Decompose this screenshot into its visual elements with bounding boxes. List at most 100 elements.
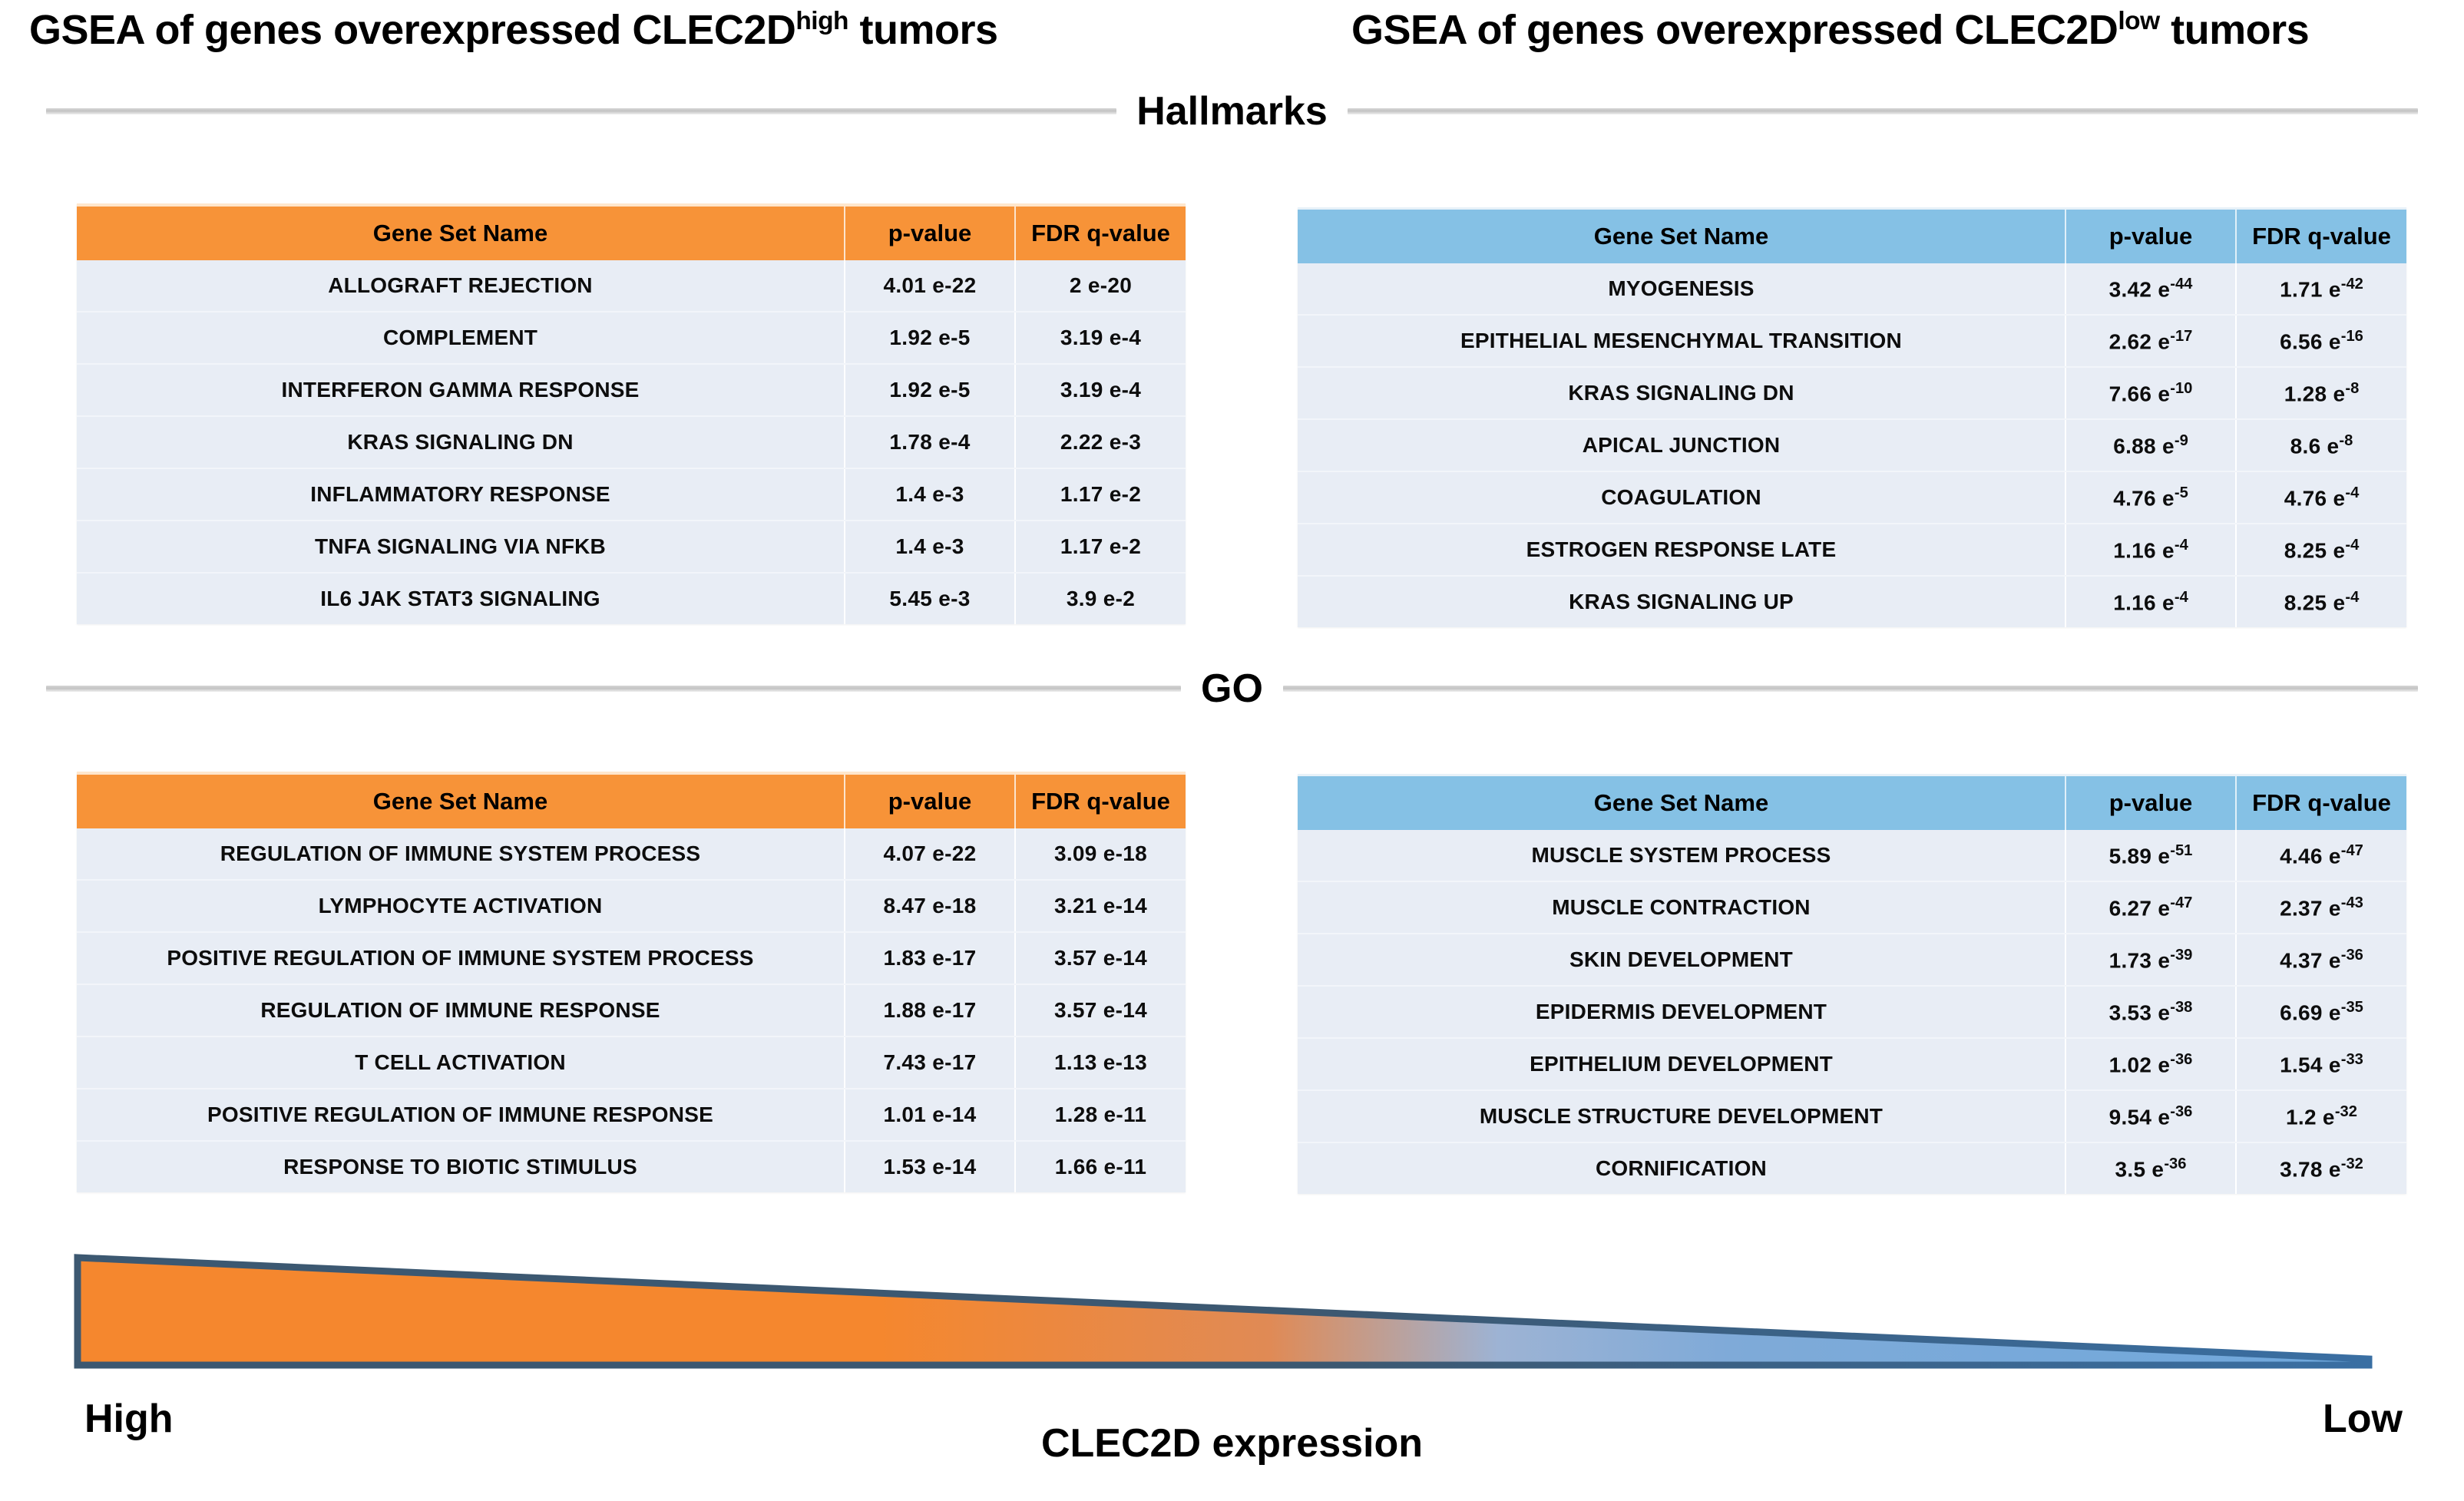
- exponent: -4: [2345, 484, 2360, 501]
- cell-p-value: 3.42 e-44: [2065, 263, 2237, 316]
- exponent: -17: [2170, 327, 2193, 345]
- exponent: -43: [2340, 894, 2363, 911]
- cell-gene-set-name: KRAS SIGNALING UP: [1298, 576, 2066, 627]
- cell-gene-set-name: ALLOGRAFT REJECTION: [77, 260, 845, 312]
- cell-fdr-q-value: 3.9 e-2: [1015, 573, 1186, 624]
- cell-fdr-q-value: 3.78 e-32: [2236, 1142, 2406, 1194]
- cell-fdr-q-value: 3.09 e-18: [1015, 828, 1186, 881]
- exponent: -8: [2345, 379, 2360, 397]
- title-high-prefix: GSEA of genes overexpressed CLEC2D: [29, 7, 796, 53]
- exponent: -16: [2340, 327, 2363, 345]
- exponent: -47: [2170, 894, 2193, 911]
- cell-p-value: 1.88 e-17: [845, 984, 1016, 1037]
- section-label-go: GO: [1201, 666, 1263, 711]
- exponent: -38: [2170, 998, 2193, 1016]
- exponent: -42: [2340, 275, 2363, 293]
- cell-p-value: 4.01 e-22: [845, 260, 1016, 312]
- cell-fdr-q-value: 3.21 e-14: [1015, 880, 1186, 933]
- title-high-suffix: tumors: [848, 7, 999, 53]
- column-header-name: Gene Set Name: [1298, 208, 2066, 263]
- title-low-superscript: low: [2118, 7, 2160, 35]
- title-low-suffix: tumors: [2159, 7, 2310, 53]
- column-header-qvalue: FDR q-value: [2236, 208, 2406, 263]
- cell-p-value: 1.4 e-3: [845, 521, 1016, 574]
- cell-p-value: 1.92 e-5: [845, 312, 1016, 365]
- column-header-pvalue: p-value: [845, 205, 1016, 260]
- cell-fdr-q-value: 2.37 e-43: [2236, 881, 2406, 934]
- cell-p-value: 1.01 e-14: [845, 1089, 1016, 1142]
- cell-p-value: 3.53 e-38: [2065, 986, 2237, 1039]
- column-header-name: Gene Set Name: [1298, 775, 2066, 830]
- cell-gene-set-name: INTERFERON GAMMA RESPONSE: [77, 364, 845, 417]
- cell-fdr-q-value: 6.56 e-16: [2236, 315, 2406, 368]
- cell-fdr-q-value: 1.28 e-11: [1015, 1089, 1186, 1142]
- cell-gene-set-name: T CELL ACTIVATION: [77, 1036, 845, 1089]
- divider-rule-left: [46, 108, 1117, 114]
- cell-p-value: 2.62 e-17: [2065, 315, 2237, 368]
- cell-gene-set-name: TNFA SIGNALING VIA NFKB: [77, 521, 845, 574]
- column-header-pvalue: p-value: [845, 773, 1016, 828]
- cell-fdr-q-value: 1.66 e-11: [1015, 1141, 1186, 1192]
- wedge-shape: [74, 1254, 2373, 1369]
- cell-fdr-q-value: 4.37 e-36: [2236, 934, 2406, 987]
- cell-gene-set-name: EPITHELIUM DEVELOPMENT: [1298, 1038, 2066, 1091]
- expression-gradient-wedge: [73, 1251, 2373, 1374]
- exponent: -33: [2340, 1050, 2363, 1068]
- cell-p-value: 1.83 e-17: [845, 932, 1016, 985]
- cell-gene-set-name: APICAL JUNCTION: [1298, 419, 2066, 472]
- cell-fdr-q-value: 1.13 e-13: [1015, 1036, 1186, 1089]
- cell-gene-set-name: COMPLEMENT: [77, 312, 845, 365]
- table-row: POSITIVE REGULATION OF IMMUNE SYSTEM PRO…: [77, 932, 1186, 985]
- exponent: -4: [2174, 536, 2188, 554]
- exponent: -32: [2340, 1155, 2363, 1172]
- cell-p-value: 8.47 e-18: [845, 880, 1016, 933]
- cell-gene-set-name: KRAS SIGNALING DN: [77, 416, 845, 469]
- section-label-hallmarks: Hallmarks: [1136, 89, 1328, 134]
- column-header-pvalue: p-value: [2065, 775, 2237, 830]
- cell-fdr-q-value: 8.25 e-4: [2236, 576, 2406, 627]
- cell-gene-set-name: SKIN DEVELOPMENT: [1298, 934, 2066, 987]
- cell-gene-set-name: REGULATION OF IMMUNE RESPONSE: [77, 984, 845, 1037]
- exponent: -51: [2170, 841, 2193, 859]
- cell-p-value: 9.54 e-36: [2065, 1090, 2237, 1143]
- cell-fdr-q-value: 4.46 e-47: [2236, 830, 2406, 882]
- cell-fdr-q-value: 1.28 e-8: [2236, 367, 2406, 420]
- cell-fdr-q-value: 8.6 e-8: [2236, 419, 2406, 472]
- exponent: -5: [2174, 484, 2188, 501]
- cell-fdr-q-value: 1.17 e-2: [1015, 521, 1186, 574]
- cell-fdr-q-value: 3.57 e-14: [1015, 932, 1186, 985]
- exponent: -44: [2170, 275, 2193, 293]
- cell-p-value: 1.4 e-3: [845, 468, 1016, 521]
- cell-gene-set-name: MYOGENESIS: [1298, 263, 2066, 316]
- wedge-svg: [74, 1254, 2373, 1369]
- cell-p-value: 1.92 e-5: [845, 364, 1016, 417]
- exponent: -4: [2174, 588, 2188, 606]
- cell-fdr-q-value: 3.57 e-14: [1015, 984, 1186, 1037]
- axis-label-high: High: [84, 1397, 174, 1441]
- cell-p-value: 6.88 e-9: [2065, 419, 2237, 472]
- cell-gene-set-name: POSITIVE REGULATION OF IMMUNE RESPONSE: [77, 1089, 845, 1142]
- section-divider-go: GO: [0, 662, 2464, 716]
- exponent: -36: [2170, 1103, 2193, 1120]
- cell-p-value: 4.76 e-5: [2065, 471, 2237, 524]
